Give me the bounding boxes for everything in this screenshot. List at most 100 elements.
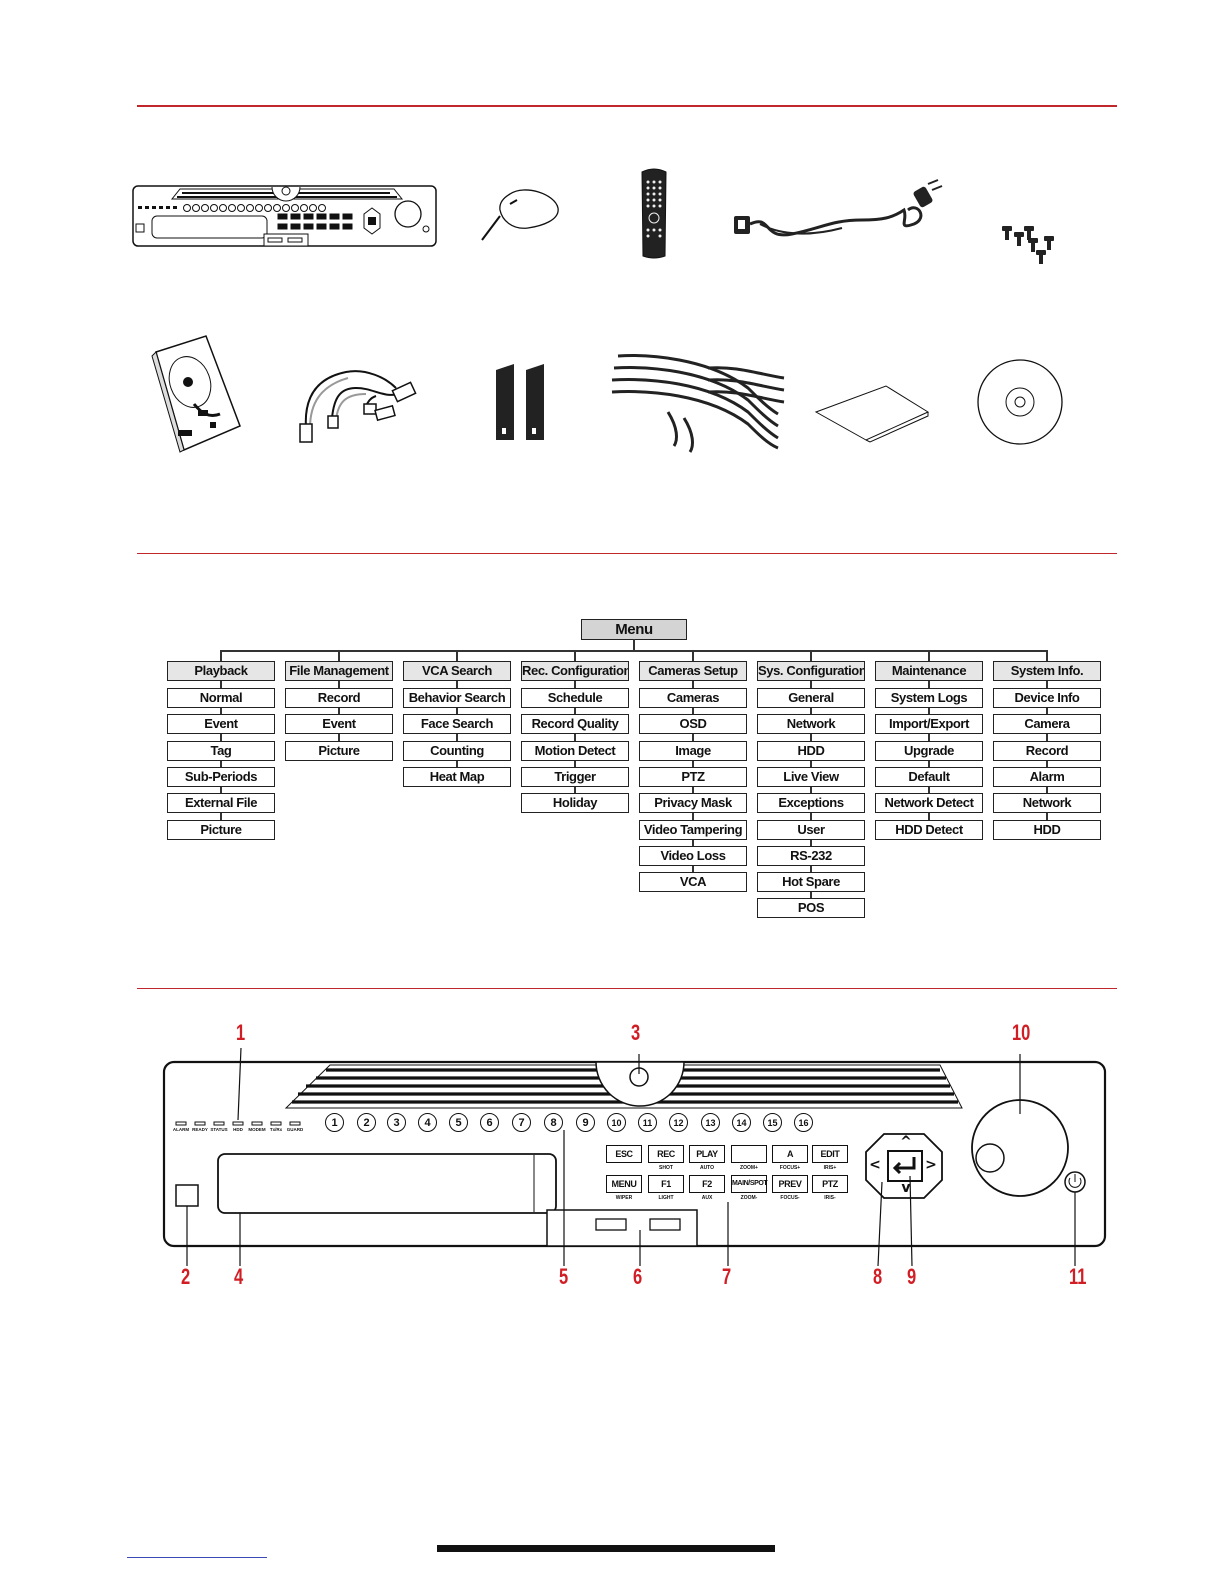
menu-item[interactable]: Schedule: [521, 688, 629, 708]
channel-button-7[interactable]: 7: [512, 1113, 531, 1132]
menu-item[interactable]: Counting: [403, 740, 511, 761]
menu-item[interactable]: Tag: [167, 740, 275, 761]
nav-down-button[interactable]: v: [901, 1180, 911, 1196]
menu-item[interactable]: VCA: [639, 872, 747, 893]
menu-header-3[interactable]: Rec. Configuration: [521, 661, 629, 681]
menu-item[interactable]: Heat Map: [403, 766, 511, 787]
menu-item[interactable]: Image: [639, 740, 747, 761]
function-button[interactable]: PLAY: [689, 1145, 725, 1163]
nav-right-button[interactable]: >: [925, 1157, 937, 1173]
menu-header-7[interactable]: System Info.: [993, 661, 1101, 681]
channel-button-12[interactable]: 12: [669, 1113, 688, 1132]
section-rule-lower: [137, 988, 1117, 989]
menu-column-connector: [810, 650, 812, 661]
nav-up-button[interactable]: ^: [900, 1134, 912, 1150]
menu-item[interactable]: HDD Detect: [875, 819, 983, 840]
menu-root[interactable]: Menu: [581, 619, 687, 640]
nav-left-button[interactable]: <: [869, 1157, 881, 1173]
menu-item[interactable]: Network: [993, 793, 1101, 814]
menu-item[interactable]: Alarm: [993, 766, 1101, 787]
channel-button-13[interactable]: 13: [701, 1113, 720, 1132]
menu-item[interactable]: POS: [757, 898, 865, 919]
function-button-sublabel: LIGHT: [658, 1195, 674, 1201]
menu-item[interactable]: Upgrade: [875, 740, 983, 761]
channel-button-14[interactable]: 14: [732, 1113, 751, 1132]
function-button[interactable]: A: [772, 1145, 808, 1163]
function-button[interactable]: EDIT: [812, 1145, 848, 1163]
menu-item[interactable]: Picture: [285, 740, 393, 761]
channel-button-15[interactable]: 15: [763, 1113, 782, 1132]
menu-item[interactable]: OSD: [639, 714, 747, 735]
menu-item[interactable]: Normal: [167, 688, 275, 708]
menu-item[interactable]: Face Search: [403, 714, 511, 735]
menu-item[interactable]: Video Tampering: [639, 819, 747, 840]
menu-item[interactable]: Network Detect: [875, 793, 983, 814]
channel-button-2[interactable]: 2: [357, 1113, 376, 1132]
menu-item[interactable]: Picture: [167, 819, 275, 840]
channel-button-3[interactable]: 3: [387, 1113, 406, 1132]
callout-number: 4: [234, 1264, 244, 1289]
footer-link-underline: [127, 1557, 267, 1558]
function-button[interactable]: REC: [648, 1145, 684, 1163]
menu-header-6[interactable]: Maintenance: [875, 661, 983, 681]
menu-item[interactable]: HDD: [757, 740, 865, 761]
channel-button-4[interactable]: 4: [418, 1113, 437, 1132]
menu-item[interactable]: Motion Detect: [521, 740, 629, 761]
menu-header-1[interactable]: File Management: [285, 661, 393, 681]
channel-button-11[interactable]: 11: [638, 1113, 657, 1132]
menu-item[interactable]: RS-232: [757, 845, 865, 866]
menu-header-5[interactable]: Sys. Configuration: [757, 661, 865, 681]
menu-item[interactable]: External File: [167, 793, 275, 814]
menu-item[interactable]: General: [757, 688, 865, 708]
menu-item[interactable]: Record: [285, 688, 393, 708]
function-button-sublabel: SHOT: [659, 1165, 673, 1171]
function-button[interactable]: [731, 1145, 767, 1163]
function-button[interactable]: PREV: [772, 1175, 808, 1193]
function-button-sublabel: ZOOM+: [740, 1165, 758, 1171]
menu-item[interactable]: Hot Spare: [757, 872, 865, 893]
menu-column-spine: [338, 681, 340, 741]
menu-root-connector: [633, 639, 635, 651]
function-button-sublabel: AUTO: [699, 1165, 715, 1171]
cd-disc-icon: [976, 358, 1066, 448]
menu-item[interactable]: Network: [757, 714, 865, 735]
menu-item[interactable]: Video Loss: [639, 845, 747, 866]
menu-item[interactable]: PTZ: [639, 766, 747, 787]
menu-item[interactable]: Event: [285, 714, 393, 735]
function-button[interactable]: PTZ: [812, 1175, 848, 1193]
menu-item[interactable]: Import/Export: [875, 714, 983, 735]
function-button[interactable]: MAIN/SPOT: [731, 1175, 768, 1193]
menu-item[interactable]: Cameras: [639, 688, 747, 708]
channel-button-1[interactable]: 1: [325, 1113, 344, 1132]
menu-item[interactable]: Behavior Search: [403, 688, 511, 708]
channel-button-10[interactable]: 10: [607, 1113, 626, 1132]
channel-button-8[interactable]: 8: [544, 1113, 563, 1132]
menu-column-connector: [692, 650, 694, 661]
menu-item[interactable]: Sub-Periods: [167, 766, 275, 787]
menu-item[interactable]: Live View: [757, 766, 865, 787]
menu-item[interactable]: Event: [167, 714, 275, 735]
function-button[interactable]: ESC: [606, 1145, 642, 1163]
menu-item[interactable]: Holiday: [521, 793, 629, 814]
menu-item[interactable]: User: [757, 819, 865, 840]
menu-item[interactable]: Camera: [993, 714, 1101, 735]
function-button[interactable]: MENU: [606, 1175, 642, 1193]
channel-button-16[interactable]: 16: [794, 1113, 813, 1132]
function-button[interactable]: F1: [648, 1175, 684, 1193]
menu-item[interactable]: Exceptions: [757, 793, 865, 814]
menu-item[interactable]: HDD: [993, 819, 1101, 840]
channel-button-6[interactable]: 6: [480, 1113, 499, 1132]
menu-item[interactable]: Trigger: [521, 766, 629, 787]
menu-item[interactable]: Privacy Mask: [639, 793, 747, 814]
menu-header-4[interactable]: Cameras Setup: [639, 661, 747, 681]
menu-header-2[interactable]: VCA Search: [403, 661, 511, 681]
menu-item[interactable]: Record: [993, 740, 1101, 761]
menu-item[interactable]: System Logs: [875, 688, 983, 708]
function-button[interactable]: F2: [689, 1175, 725, 1193]
menu-item[interactable]: Device Info: [993, 688, 1101, 708]
menu-item[interactable]: Default: [875, 766, 983, 787]
channel-button-9[interactable]: 9: [576, 1113, 595, 1132]
channel-button-5[interactable]: 5: [449, 1113, 468, 1132]
menu-header-0[interactable]: Playback: [167, 661, 275, 681]
menu-item[interactable]: Record Quality: [521, 714, 629, 735]
